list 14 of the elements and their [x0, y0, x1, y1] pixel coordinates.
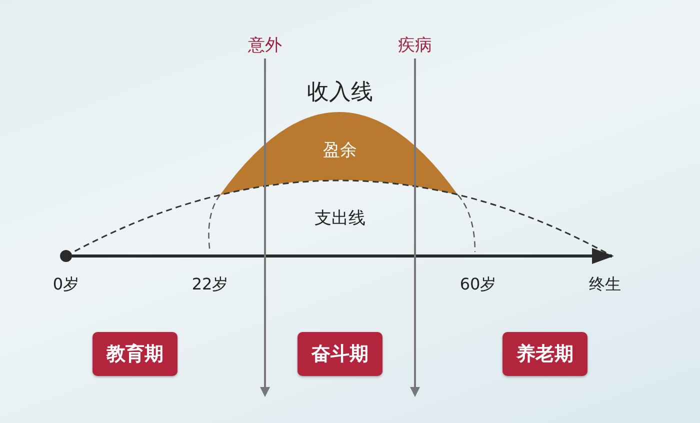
arrow — [410, 58, 420, 397]
curve-label: 收入线 — [307, 79, 373, 107]
stage-label: 养老期 — [502, 332, 588, 376]
stage-label: 奋斗期 — [298, 332, 382, 376]
area-label: 盈余 — [323, 140, 357, 162]
arrow — [260, 58, 270, 397]
axis-tick-label: 22岁 — [192, 274, 228, 296]
stage-label: 教育期 — [92, 332, 178, 376]
risk-label: 疾病 — [398, 34, 432, 56]
axis-tick-label: 0岁 — [52, 274, 80, 296]
axis-tick-label: 终生 — [589, 274, 621, 296]
curve-label: 支出线 — [314, 208, 366, 230]
risk-label: 意外 — [248, 34, 282, 56]
axis-tick-label: 60岁 — [460, 274, 496, 296]
